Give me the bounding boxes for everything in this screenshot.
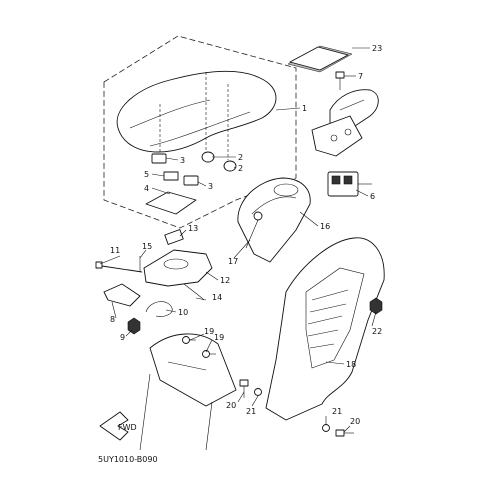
washer-21b	[322, 424, 330, 432]
diagram-code: 5UY1010-B090	[98, 455, 158, 464]
callout-18: 18	[346, 360, 356, 369]
callout-1: 1	[302, 104, 307, 113]
callout-14: 14	[212, 293, 222, 302]
stay-8	[103, 283, 141, 307]
storage-mat	[145, 191, 197, 215]
nut-9	[127, 317, 141, 335]
front-arrow: FWD	[99, 411, 137, 441]
callout-19a: 19	[204, 327, 214, 336]
callout-9: 9	[120, 333, 125, 342]
callout-22: 22	[372, 327, 382, 336]
callout-7: 7	[358, 72, 363, 81]
lower-cover	[139, 333, 237, 451]
side-cover	[265, 237, 385, 421]
callout-labels: 1 2 2 3 3 4 5 6 7 8 9 10 11 12 13 14 15 …	[110, 44, 382, 426]
screw-19a	[182, 336, 196, 344]
bolt-20a	[239, 379, 249, 398]
callout-16: 16	[320, 222, 330, 231]
callout-2b: 2	[238, 164, 243, 173]
callout-5: 5	[144, 170, 149, 179]
callout-4: 4	[144, 184, 149, 193]
seat-damper-b	[223, 160, 237, 172]
seat-plate	[163, 171, 179, 181]
cable-14	[183, 283, 205, 301]
callout-12: 12	[220, 276, 230, 285]
inner-panel	[143, 249, 213, 287]
seat-lock	[327, 171, 372, 197]
callout-13: 13	[188, 224, 198, 233]
pad-13	[164, 229, 184, 245]
carrier-bracket	[311, 89, 379, 157]
seat-bracket-a	[151, 153, 167, 164]
callout-21a: 21	[246, 407, 256, 416]
callout-17: 17	[228, 257, 238, 266]
front-arrow-label: FWD	[118, 423, 137, 432]
callout-15: 15	[142, 242, 152, 251]
leader-lines	[99, 47, 377, 433]
callout-19b: 19	[214, 333, 224, 342]
callout-23: 23	[372, 44, 382, 53]
callout-21b: 21	[332, 407, 342, 416]
callout-20a: 20	[226, 401, 236, 410]
callout-11: 11	[110, 246, 120, 255]
callout-20b: 20	[350, 417, 360, 426]
washer-21a	[254, 388, 262, 396]
callout-3a: 3	[180, 156, 185, 165]
owners-manual	[287, 45, 353, 73]
callout-3b: 3	[208, 182, 213, 191]
nut-22	[369, 297, 383, 315]
seat-bracket-b	[183, 175, 199, 186]
bolt-7	[335, 71, 345, 90]
bolt-11	[95, 261, 143, 273]
screw-17	[245, 211, 263, 249]
callout-10: 10	[178, 308, 188, 317]
callout-6: 6	[370, 192, 375, 201]
rear-cover	[237, 177, 311, 263]
clamp-10	[145, 301, 173, 317]
callout-8: 8	[110, 315, 115, 324]
screw-19b	[202, 350, 216, 358]
callout-2a: 2	[238, 153, 243, 162]
seat	[116, 70, 277, 160]
bolt-20b	[335, 429, 354, 437]
